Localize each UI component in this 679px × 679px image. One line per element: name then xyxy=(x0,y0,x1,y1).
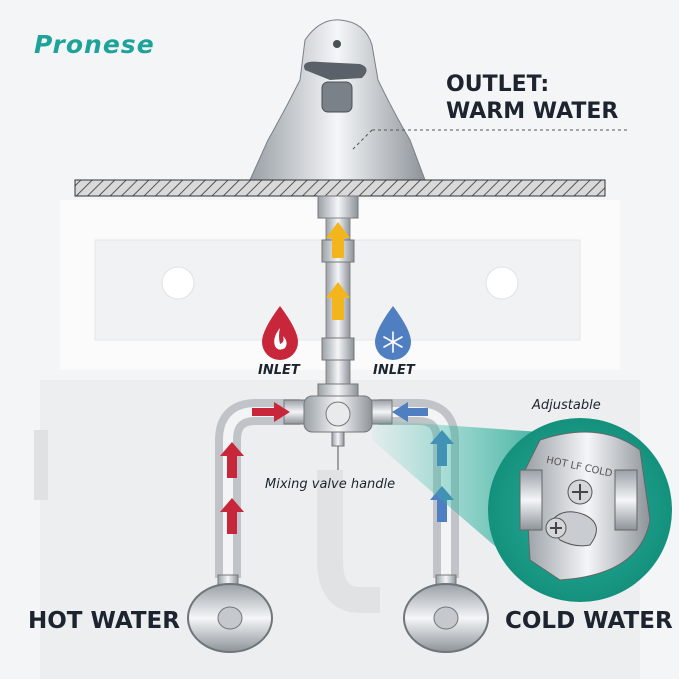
faucet-hole xyxy=(333,40,341,48)
valve-closeup: HOT LF COLD xyxy=(519,431,651,581)
mixing-valve-label: Mixing valve handle xyxy=(265,477,396,492)
outlet-leader-tick xyxy=(351,129,373,151)
outlet-label-line1: OUTLET: xyxy=(446,72,550,97)
countertop xyxy=(74,179,606,197)
brand-logo: Pronese xyxy=(34,30,155,59)
cold-escutcheon-hole xyxy=(433,606,459,630)
hot-water-label: HOT WATER xyxy=(28,608,180,634)
hot-inlet-label: INLET xyxy=(258,363,300,378)
drawer-knob-right xyxy=(485,266,519,300)
drain-pipe xyxy=(317,470,380,613)
supply-nut-lower xyxy=(321,337,355,361)
hot-water-drop-icon xyxy=(262,306,298,360)
mixing-valve-body xyxy=(303,383,373,447)
drawer-knob-left xyxy=(161,266,195,300)
faucet-spout xyxy=(304,61,367,80)
shank-nut xyxy=(317,195,359,219)
cold-water-label: COLD WATER xyxy=(505,608,673,634)
hot-escutcheon-hole xyxy=(217,606,243,630)
warm-arrow-lower xyxy=(326,282,350,320)
aerator xyxy=(321,81,353,113)
hinge-left xyxy=(34,430,48,500)
warm-arrow-upper xyxy=(326,222,350,258)
cold-inlet-label: INLET xyxy=(373,363,415,378)
cold-water-drop-icon xyxy=(375,306,411,360)
outlet-label-line2: WARM WATER xyxy=(446,99,619,124)
adjustable-label: Adjustable xyxy=(532,398,601,413)
hot-arrows xyxy=(220,402,290,534)
